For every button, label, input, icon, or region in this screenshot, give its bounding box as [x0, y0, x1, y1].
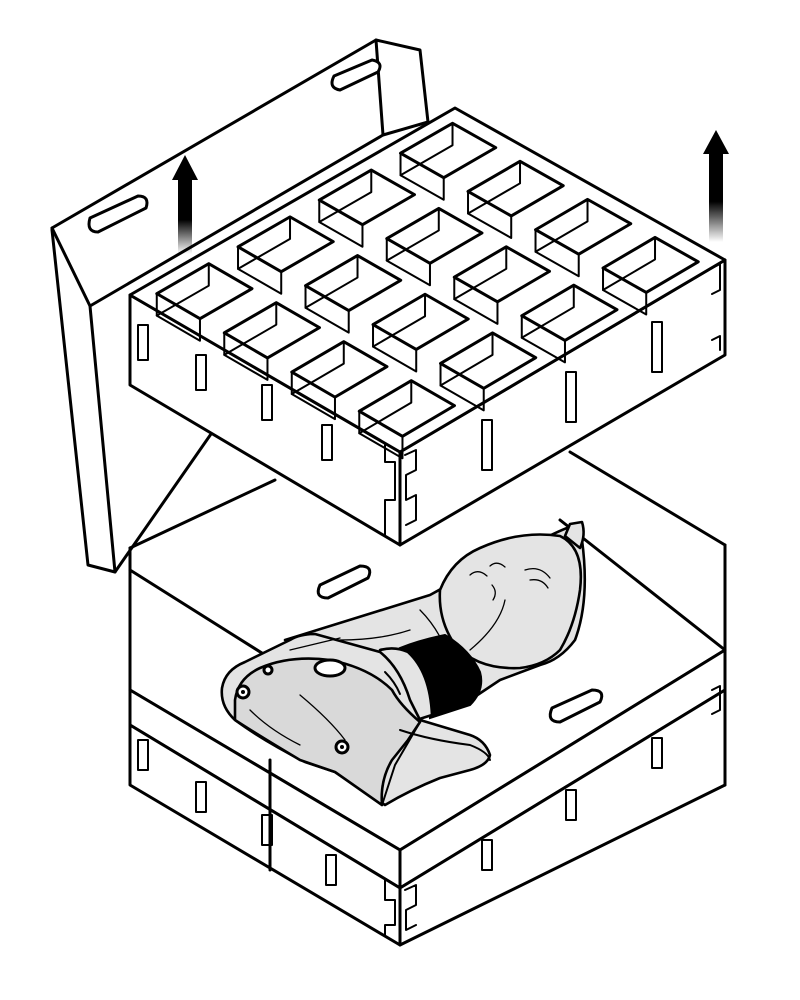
compartment-cell: [155, 262, 254, 321]
vent-slot: [261, 814, 273, 846]
corner-joint: [404, 884, 417, 931]
compartment-cell: [399, 121, 498, 180]
vent-slot: [325, 854, 337, 886]
corner-joint: [384, 879, 396, 936]
tray-handle-slot: [548, 688, 604, 724]
corner-joint: [404, 449, 417, 526]
vent-slot: [195, 781, 207, 813]
insert-top: [128, 106, 727, 454]
compartment-cell: [317, 168, 416, 227]
head-detail: [469, 571, 488, 577]
compartment-cell: [236, 215, 335, 274]
compartment-cell: [222, 301, 321, 360]
compartment-cell: [371, 292, 470, 351]
lift-arrow-icon: [172, 155, 198, 254]
compartment-cell: [534, 197, 633, 256]
vent-slot: [565, 789, 577, 821]
compartment-cell: [601, 235, 700, 294]
corner-joint: [711, 685, 721, 715]
bagged-device: [220, 520, 587, 807]
vent-slot: [137, 324, 149, 361]
vent-slot: [651, 737, 663, 769]
corner-joint: [711, 335, 721, 351]
vent-slot: [195, 354, 207, 391]
vent-slot: [481, 839, 493, 871]
compartment-cell: [290, 340, 389, 399]
compartment-grid: [155, 121, 700, 460]
compartment-cell: [452, 245, 551, 304]
vent-slot: [321, 424, 333, 461]
vent-slot: [565, 371, 577, 423]
lift-arrow-icon: [703, 130, 729, 242]
compartment-cell: [385, 206, 484, 265]
lid-handle-slot: [87, 194, 149, 234]
vent-slot: [137, 739, 149, 771]
compartment-cell: [357, 379, 456, 438]
base-front-right: [398, 688, 727, 947]
foam-insert: [128, 106, 727, 547]
tray-handle-slot: [316, 564, 372, 600]
lid-handle-slot: [330, 58, 382, 92]
compartment-cell: [520, 283, 619, 342]
vent-slot: [481, 419, 493, 471]
corner-joint: [711, 263, 721, 295]
compartment-cell: [304, 254, 403, 313]
compartment-cell: [466, 159, 565, 218]
vent-slot: [261, 384, 273, 421]
device-window: [313, 658, 347, 678]
corner-joint: [384, 444, 396, 536]
vent-slot: [651, 321, 663, 373]
compartment-cell: [439, 331, 538, 390]
